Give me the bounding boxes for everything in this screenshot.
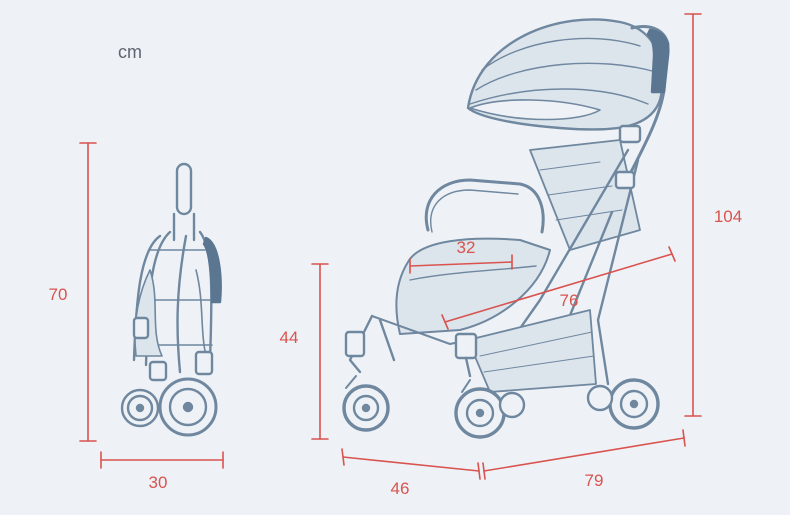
unit-label: cm xyxy=(118,42,142,62)
folded-height-dimension-line xyxy=(79,142,97,442)
seat-height-dimension-line xyxy=(311,263,329,440)
diagonal-length-label: 76 xyxy=(560,291,579,310)
seat-width-dimension-line xyxy=(409,254,513,274)
folded-width-dimension-line xyxy=(100,451,224,469)
total-height-label: 104 xyxy=(714,207,742,226)
total-height-dimension-line xyxy=(684,13,702,417)
seat-height-label: 44 xyxy=(280,328,299,347)
base-length-label: 79 xyxy=(585,471,604,490)
diagonal-length-dimension-line xyxy=(441,246,676,330)
folded-stroller-illustration xyxy=(120,162,222,437)
seat-width-label: 32 xyxy=(457,238,476,257)
base-length-dimension-line xyxy=(482,429,686,480)
folded-height-label: 70 xyxy=(49,285,68,304)
base-width-dimension-line xyxy=(341,448,481,480)
open-stroller-illustration xyxy=(342,18,670,439)
folded-width-label: 30 xyxy=(149,473,168,492)
base-width-label: 46 xyxy=(391,479,410,498)
